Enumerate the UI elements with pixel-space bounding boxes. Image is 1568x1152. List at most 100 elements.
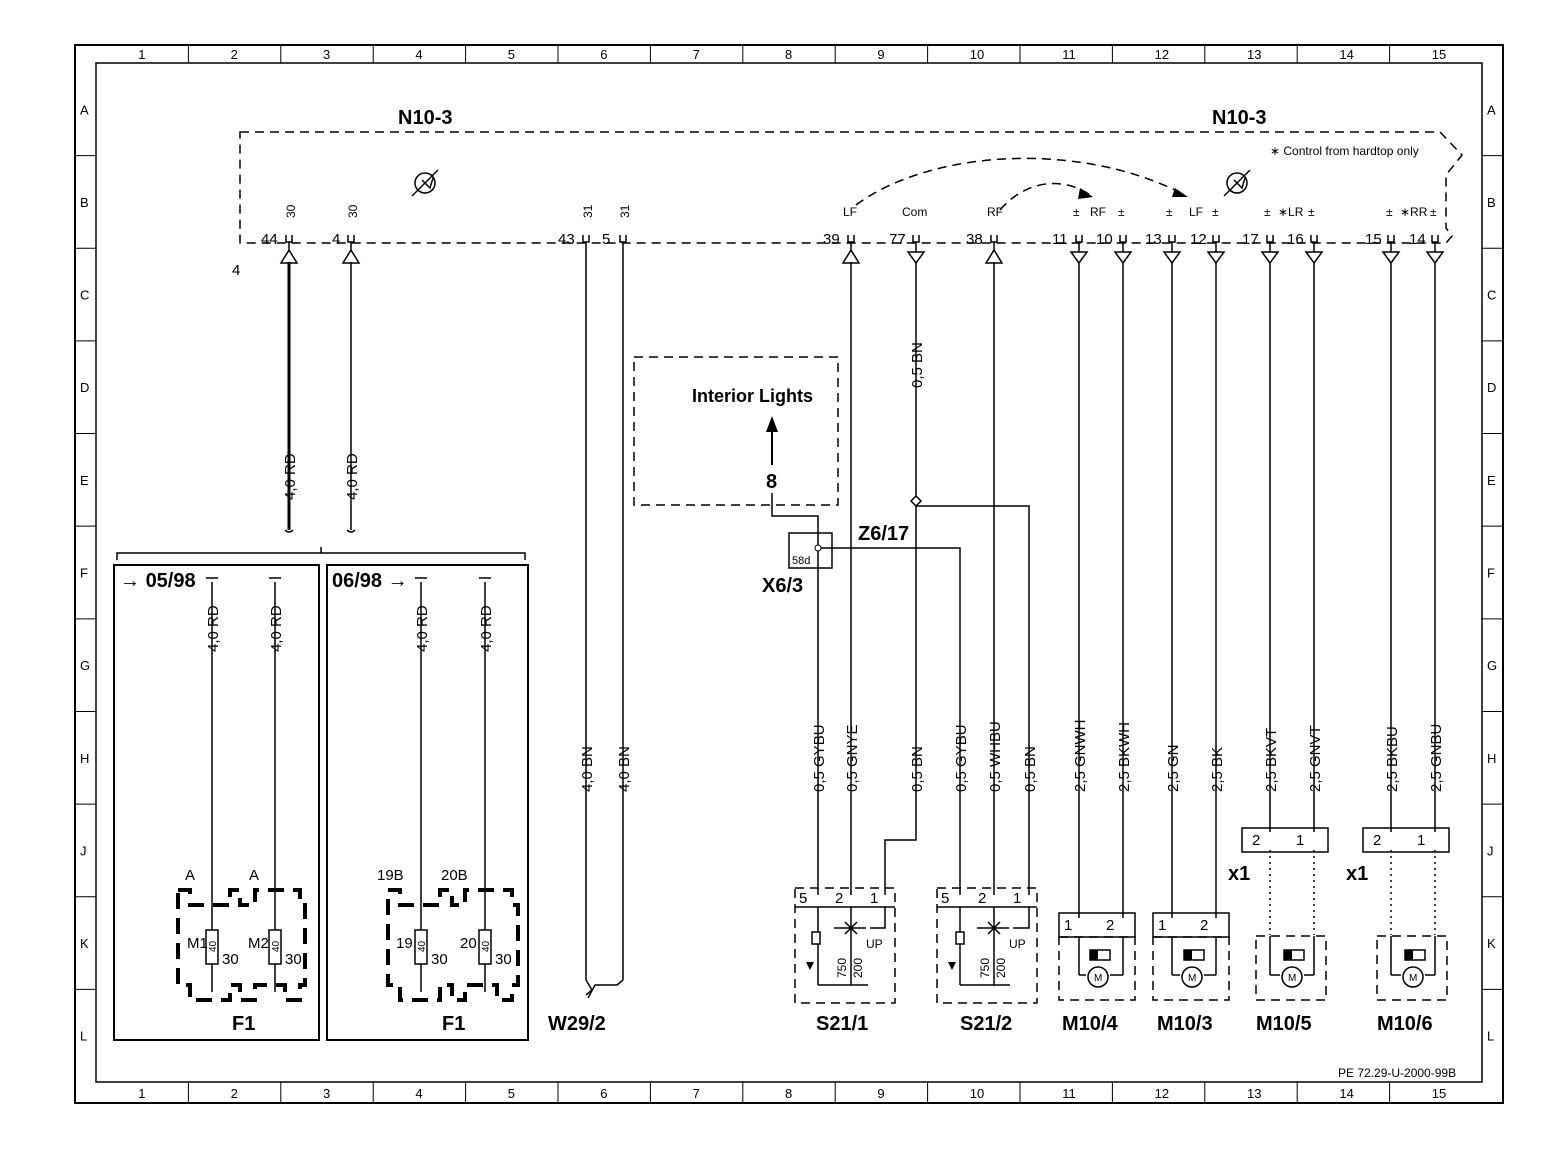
grid-col-bottom: 3 — [323, 1086, 330, 1101]
terminal-func-44: 30 — [284, 204, 298, 218]
terminal-func-15: ± — [1386, 205, 1393, 219]
wire-label-gybu-1: 0,5 GYBU — [811, 724, 828, 792]
grid-col-top: 12 — [1155, 47, 1169, 62]
grid-col-top: 5 — [508, 47, 515, 62]
switch-s21-1 — [794, 887, 896, 1004]
grid-row-left: C — [80, 288, 89, 303]
grid-row-right: H — [1487, 751, 1496, 766]
x1-right-pin-2: 2 — [1373, 832, 1381, 849]
grid-row-right: F — [1487, 566, 1495, 581]
grid-row-right: L — [1487, 1029, 1494, 1044]
wire-label-bk: 2,5 BK — [1209, 747, 1226, 792]
switch-label-s21-1: S21/1 — [816, 1013, 868, 1035]
group-label-rf: RF — [1090, 205, 1106, 219]
pin-socket — [1075, 235, 1083, 248]
grid-col-bottom: 8 — [785, 1086, 792, 1101]
terminal-func-5: 31 — [618, 204, 632, 218]
motor-m10-5 — [1255, 935, 1327, 1001]
pin-77: 77 — [889, 231, 906, 248]
arrow-in — [984, 248, 1004, 264]
arrow-out — [1162, 248, 1182, 265]
connector-x6-3-label: X6/3 — [762, 575, 803, 597]
fuse-version-0698: 06/98 → — [332, 570, 408, 592]
pin-socket — [990, 235, 998, 248]
grid-col-top: 4 — [415, 47, 422, 62]
motor-m10-5-symbol: M — [1288, 973, 1296, 984]
wire-label-44: 4,0 RD — [282, 453, 299, 500]
grid-col-top: 8 — [785, 47, 792, 62]
fuse-id-m1: M1 — [187, 935, 208, 952]
fuse-wire-label-a2: 4,0 RD — [268, 605, 285, 652]
group-label-rr: ∗RR — [1400, 205, 1428, 219]
switch-s21-2 — [936, 887, 1038, 1004]
fuse-pos-a1: A — [185, 867, 195, 884]
arrow-out — [1206, 248, 1226, 265]
motor-label-m10-3: M10/3 — [1157, 1013, 1213, 1035]
pin-10: 10 — [1096, 231, 1113, 248]
connector-x1-left-label: x1 — [1228, 863, 1250, 885]
grid-row-right: C — [1487, 288, 1496, 303]
wire-label-whbu: 0,5 WHBU — [987, 721, 1004, 792]
pin-14: 14 — [1409, 231, 1426, 248]
pin-39: 39 — [823, 231, 840, 248]
pin-socket — [1119, 235, 1127, 248]
fuse-wire-label-b2: 4,0 RD — [478, 605, 495, 652]
fuse-wire-label-a1: 4,0 RD — [205, 605, 222, 652]
grid-row-left: F — [80, 566, 88, 581]
pin-38: 38 — [966, 231, 983, 248]
ground-w29-2-label: W29/2 — [548, 1013, 606, 1035]
pin-sockets — [285, 235, 1439, 248]
grid-col-bottom: 10 — [970, 1086, 984, 1101]
grid-col-top: 6 — [600, 47, 607, 62]
wire-label-gnvt: 2,5 GNVT — [1307, 725, 1324, 792]
pin-5: 5 — [602, 231, 610, 248]
terminal-func-17: ± — [1264, 205, 1271, 219]
grid-col-bottom: 15 — [1432, 1086, 1446, 1101]
fuse-term-19: 30 — [431, 951, 448, 968]
pin-socket — [285, 235, 293, 248]
motor-m10-3-pin-2: 2 — [1200, 917, 1208, 934]
wire-label-bkbu: 2,5 BKBU — [1384, 726, 1401, 792]
connector-x6-3-pin: 58d — [792, 555, 810, 567]
switch-1-r1: 750 — [835, 958, 849, 978]
motor-m10-4-pin-1: 1 — [1064, 917, 1072, 934]
grid-col-bottom: 2 — [231, 1086, 238, 1101]
grid-row-right: K — [1487, 936, 1496, 951]
grid-row-left: A — [80, 102, 89, 117]
grid-col-top: 2 — [231, 47, 238, 62]
wire-breaks — [284, 529, 356, 533]
arrow-out — [906, 248, 926, 265]
wire-label-gn: 2,5 GN — [1165, 744, 1182, 792]
terminal-func-12: ± — [1212, 205, 1219, 219]
arrow-out — [1260, 248, 1280, 265]
switch-2-dir: UP — [1009, 937, 1026, 951]
fuse-id-19: 19 — [396, 935, 413, 952]
arrow-in — [279, 248, 299, 264]
pin-4: 4 — [332, 231, 340, 248]
interior-lights-circuit: 8 — [766, 471, 777, 493]
pin-16: 16 — [1287, 231, 1304, 248]
connector-x1-left — [1241, 827, 1329, 853]
grid-row-left: L — [80, 1029, 87, 1044]
arrow-in — [841, 248, 861, 264]
pin-socket — [1168, 235, 1176, 248]
fuse-box-0698 — [326, 564, 529, 1041]
switch-2-r2: 200 — [994, 958, 1008, 978]
pin-15: 15 — [1365, 231, 1382, 248]
grid-col-bottom: 14 — [1339, 1086, 1353, 1101]
arrow-out — [1425, 248, 1445, 265]
pin-socket — [912, 235, 920, 248]
grid-col-bottom: 12 — [1155, 1086, 1169, 1101]
x1-left-pin-2: 2 — [1252, 832, 1260, 849]
grid-row-left: D — [80, 380, 89, 395]
wire-label-bkwh: 2,5 BKWH — [1116, 722, 1133, 792]
module-label-right: N10-3 — [1212, 107, 1266, 129]
group-label-lf: LF — [1189, 205, 1203, 219]
switch-1-r2: 200 — [851, 958, 865, 978]
switch-1-pin-5: 5 — [799, 890, 807, 907]
motor-m10-3-pin-1: 1 — [1158, 917, 1166, 934]
wire-label-43: 4,0 BN — [579, 746, 596, 792]
outer-frame — [74, 44, 1504, 1104]
arrow-out — [1069, 248, 1089, 265]
grid-row-left: B — [80, 195, 89, 210]
